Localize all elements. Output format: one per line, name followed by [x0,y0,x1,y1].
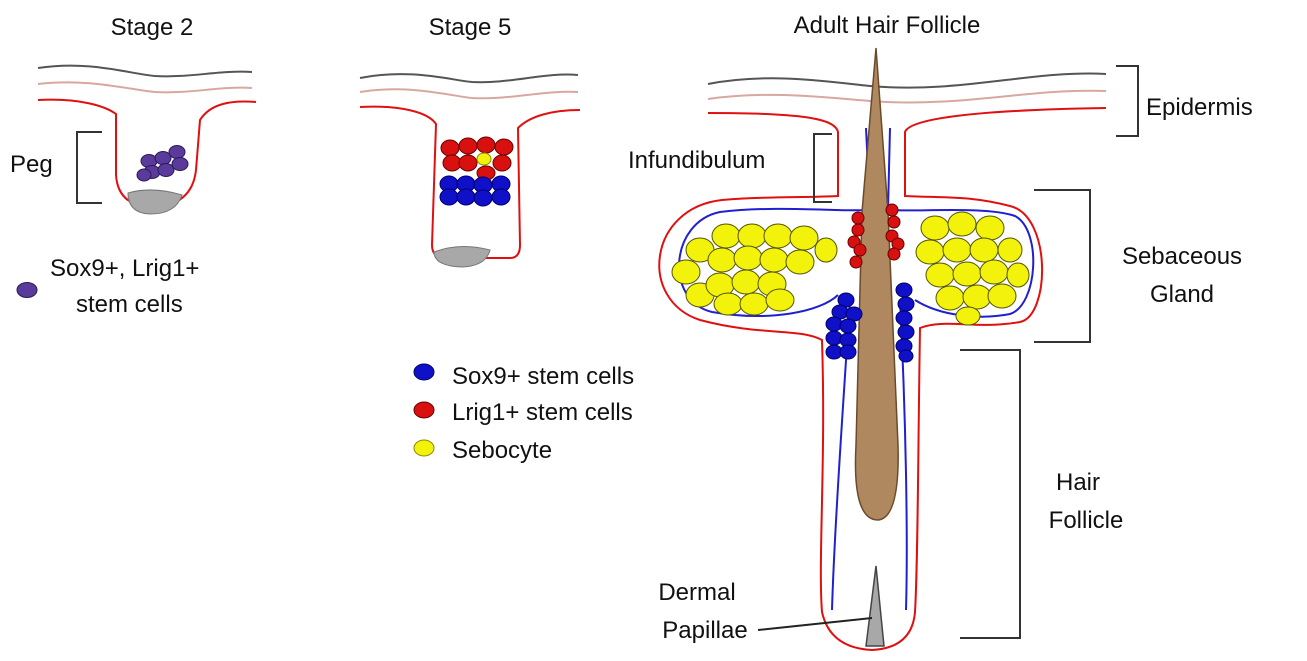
sebaceous-label-line1: Sebaceous [1122,243,1242,270]
stage5-sebocyte [477,153,491,165]
sebaceous-label-line2: Gland [1150,281,1214,308]
stage5-papilla [434,246,490,267]
mixed-stem-cell-legend-dot [17,283,37,298]
stage2-legend-line1: Sox9+, Lrig1+ [50,255,199,282]
legend-label-sox9: Sox9+ stem cells [452,363,634,390]
adult-skin-line-mid [708,91,1106,103]
stage2-skin-line-top [38,66,252,77]
peg-label: Peg [10,151,53,178]
dermal-papilla [866,566,884,646]
legend-item: Sox9+ stem cells [414,363,634,390]
stage2-panel: Stage 2 Peg Sox9+, Lrig1+ stem cells [10,14,256,318]
epidermis-bracket [1116,66,1138,136]
stage2-skin-line-mid [38,82,252,92]
stage2-stem-cells [137,146,188,182]
sox9-legend-dot [414,364,434,380]
legend-item: Lrig1+ stem cells [414,399,633,426]
adult-title: Adult Hair Follicle [794,12,981,39]
hair-follicle-label-line2: Follicle [1049,507,1124,534]
hair-follicle-bracket [960,350,1020,638]
stage5-skin-line-mid [360,89,578,98]
infundibulum-label: Infundibulum [628,147,765,174]
stage2-legend-line2: stem cells [76,291,183,318]
legend-label-sebocyte: Sebocyte [452,437,552,464]
stage5-sox9-cells [440,176,510,206]
legend-item: Sebocyte [414,437,552,464]
dermal-papillae-label-line2: Papillae [662,617,747,644]
dermal-papillae-label-line1: Dermal [658,579,735,606]
peg-bracket [77,132,102,203]
cell-legend: Sox9+ stem cells Lrig1+ stem cells Seboc… [414,363,634,464]
left-sebaceous-sebocytes [672,224,837,315]
stage5-skin-line-top [360,74,578,82]
legend-label-lrig1: Lrig1+ stem cells [452,399,633,426]
stage2-title: Stage 2 [111,14,194,41]
adult-follicle-panel: Adult Hair Follicle [628,12,1253,650]
sebocyte-legend-dot [414,440,434,456]
stage5-title: Stage 5 [429,14,512,41]
infundibulum-bracket [814,134,832,202]
hair-follicle-label-line1: Hair [1056,469,1100,496]
adult-skin-line-top [708,74,1106,88]
stage5-panel: Stage 5 [360,14,580,267]
hair-shaft [855,48,898,520]
epidermis-label: Epidermis [1146,94,1253,121]
dermal-papillae-pointer [758,618,872,630]
lrig1-legend-dot [414,402,434,418]
stage2-papilla [128,190,182,214]
